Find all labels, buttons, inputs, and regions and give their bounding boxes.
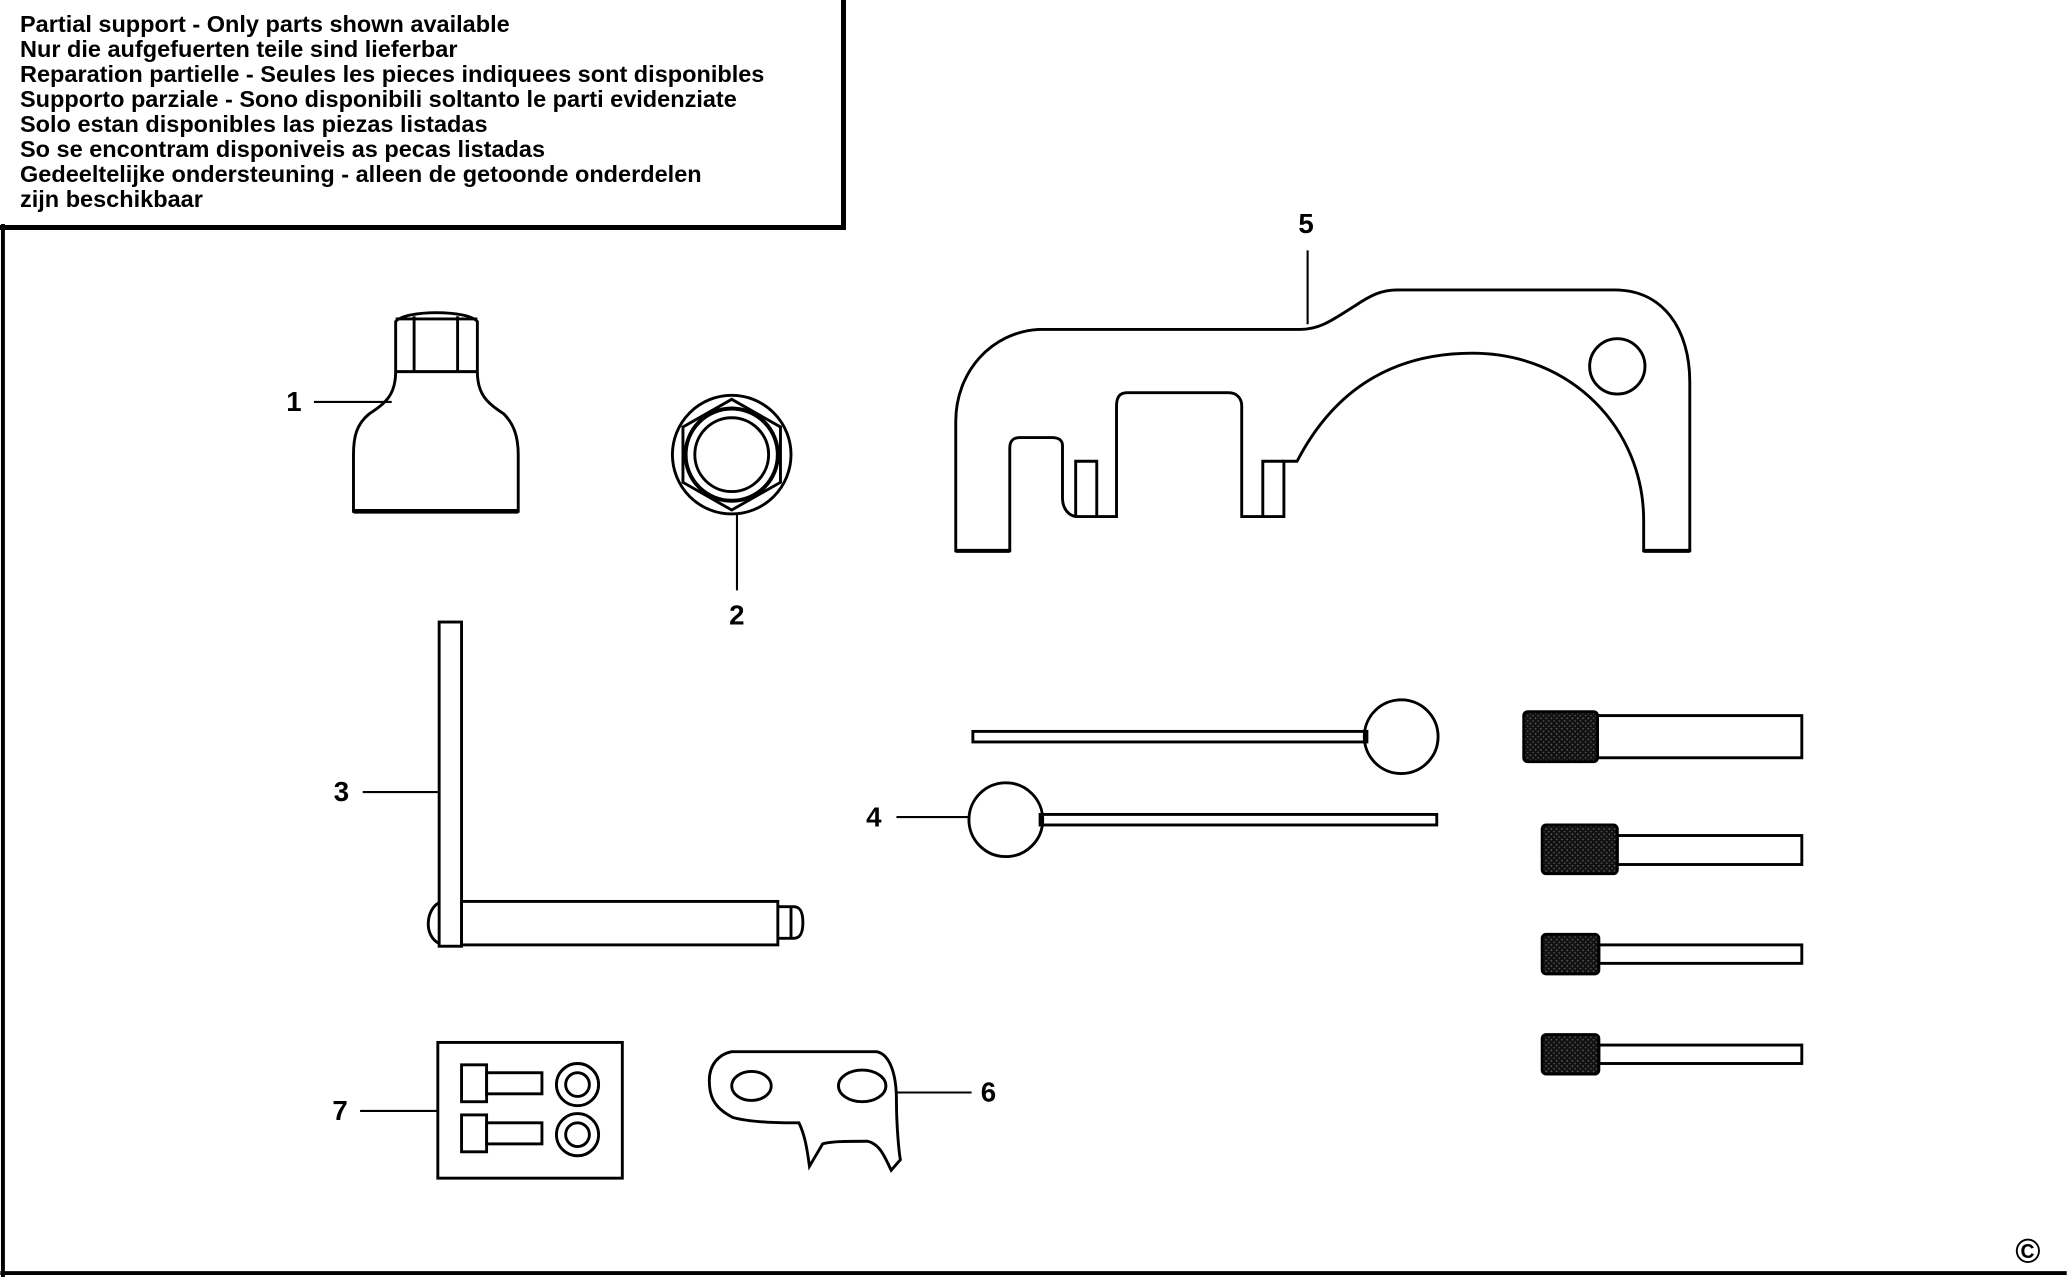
part-3-l-locating-pin xyxy=(426,620,805,948)
part-1-socket-adaptor xyxy=(352,311,520,514)
callout-4: 4 xyxy=(866,801,882,832)
knurled-pin xyxy=(1540,932,1804,976)
callout-1: 1 xyxy=(286,386,301,417)
callout-7: 7 xyxy=(332,1095,347,1126)
availability-notice-box: Partial support - Only parts shown avail… xyxy=(0,0,846,230)
part-4-ball-gauge-pins xyxy=(967,698,1440,859)
notice-line: Solo estan disponibles las piezas listad… xyxy=(20,111,488,137)
notice-line: Partial support - Only parts shown avail… xyxy=(20,11,510,37)
notice-line: Gedeeltelijke ondersteuning - alleen de … xyxy=(20,161,702,187)
knurled-pin xyxy=(1540,1033,1804,1076)
callout-5: 5 xyxy=(1298,208,1313,239)
callout-6: 6 xyxy=(981,1077,996,1108)
notice-line: zijn beschikbaar xyxy=(20,186,203,212)
callout-3: 3 xyxy=(334,776,349,807)
notice-line: Nur die aufgefuerten teile sind lieferba… xyxy=(20,36,458,62)
part-5-camshaft-locking-tool xyxy=(954,288,1692,553)
notice-line: So se encontram disponiveis as pecas lis… xyxy=(20,136,546,162)
notice-line: Reparation partielle - Seules les pieces… xyxy=(20,61,765,87)
knurled-pin xyxy=(1522,710,1804,764)
knurled-pin xyxy=(1540,823,1804,876)
copyright-symbol: © xyxy=(2015,1233,2040,1271)
part-2-hex-nut xyxy=(670,393,793,516)
part-7-bolt-washer-kit xyxy=(436,1040,624,1180)
part-6-locking-plate xyxy=(707,1050,902,1173)
callout-2: 2 xyxy=(729,600,744,631)
notice-line: Supporto parziale - Sono disponibili sol… xyxy=(20,86,737,112)
